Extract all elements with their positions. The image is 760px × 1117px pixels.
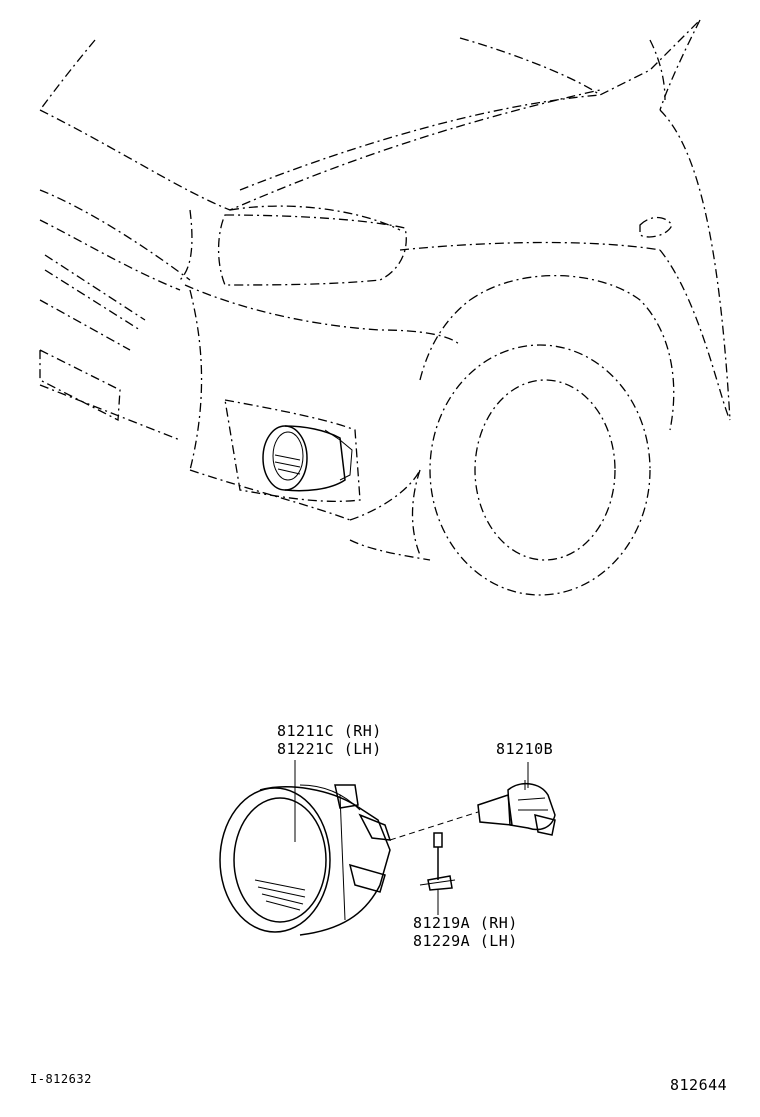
ref-code-left: I-812632 (30, 1072, 92, 1086)
label-socket-lh: 81229A (LH) (413, 932, 518, 950)
label-housing-rh: 81211C (RH) (277, 722, 382, 740)
vehicle-outline (39, 19, 731, 596)
socket (419, 832, 456, 891)
leader-lines (294, 760, 529, 915)
explode-line (389, 811, 479, 841)
label-bulb: 81210B (496, 740, 554, 758)
fog-lamp-installed (262, 425, 353, 492)
label-housing-lh: 81221C (LH) (277, 740, 382, 758)
ref-code-right: 812644 (670, 1076, 728, 1094)
bulb (477, 780, 556, 836)
label-socket-rh: 81219A (RH) (413, 914, 518, 932)
fog-lamp-housing (219, 784, 392, 936)
